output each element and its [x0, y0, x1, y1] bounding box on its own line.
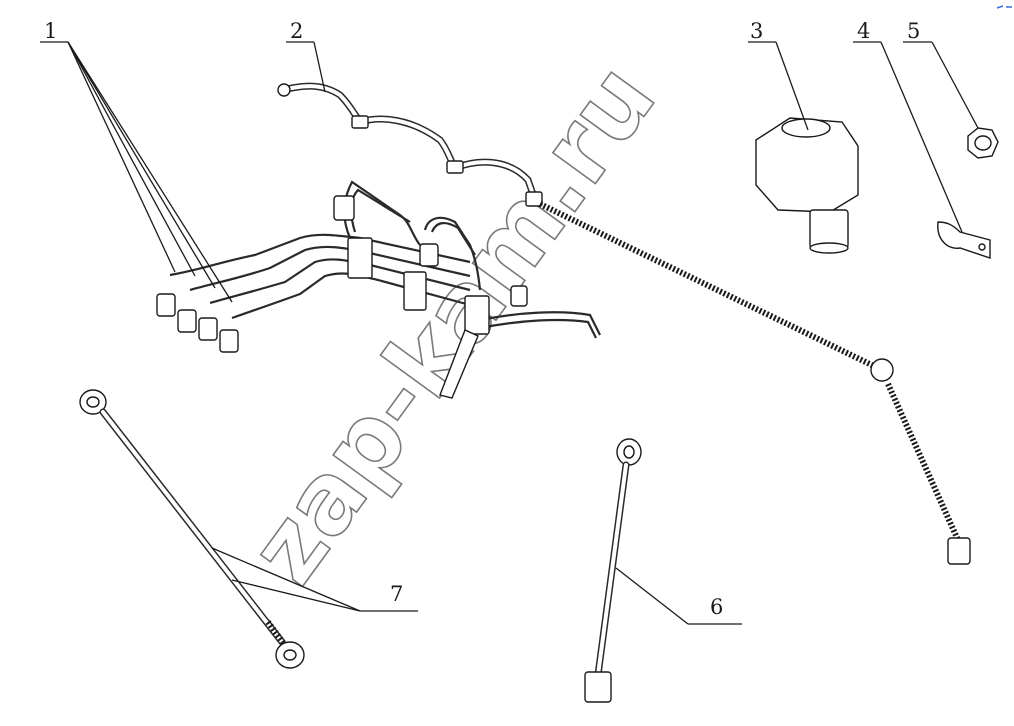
corner-mark: [996, 5, 1012, 9]
callout-5: 5: [907, 19, 920, 43]
callout-6: 6: [710, 595, 723, 619]
part-6-banjo-pipe: [584, 438, 642, 703]
callout-3: 3: [750, 19, 763, 43]
part-4-clip: [937, 221, 991, 259]
part-3-hex-adapter: [755, 117, 859, 254]
callout-7: 7: [390, 582, 403, 606]
callout-1: 1: [44, 19, 57, 43]
watermark-text: zap-kam.ru: [228, 44, 677, 603]
part-5-nut: [967, 127, 999, 159]
callout-4: 4: [857, 19, 870, 43]
callout-2: 2: [290, 19, 303, 43]
leader-lines: [40, 41, 979, 625]
part-7-banjo-pipe: [79, 389, 305, 669]
part-2-leak-off-line: [277, 82, 971, 565]
part-1-injection-pipe-bundle: [156, 180, 601, 399]
